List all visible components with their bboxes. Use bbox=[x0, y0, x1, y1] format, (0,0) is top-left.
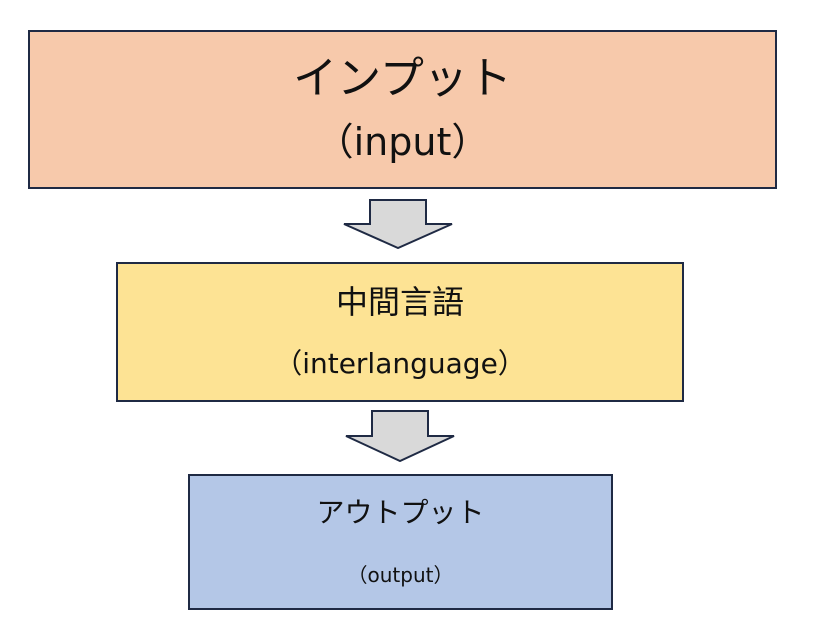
interlanguage-node: 中間言語 （interlanguage） bbox=[116, 262, 684, 402]
interlanguage-node-sublabel: （interlanguage） bbox=[274, 347, 526, 381]
down-arrow-icon bbox=[345, 410, 455, 462]
input-node: インプット （input） bbox=[28, 30, 777, 189]
input-node-sublabel: （input） bbox=[315, 119, 490, 164]
input-node-label: インプット bbox=[293, 53, 512, 105]
output-node-label: アウトプット bbox=[316, 496, 485, 530]
output-node-sublabel: （output） bbox=[347, 562, 454, 587]
arrow-1-shape bbox=[343, 199, 453, 249]
interlanguage-node-label: 中間言語 bbox=[335, 282, 464, 321]
output-node: アウトプット （output） bbox=[188, 474, 613, 610]
arrow-2-shape bbox=[345, 410, 455, 462]
down-arrow-icon bbox=[343, 199, 453, 249]
